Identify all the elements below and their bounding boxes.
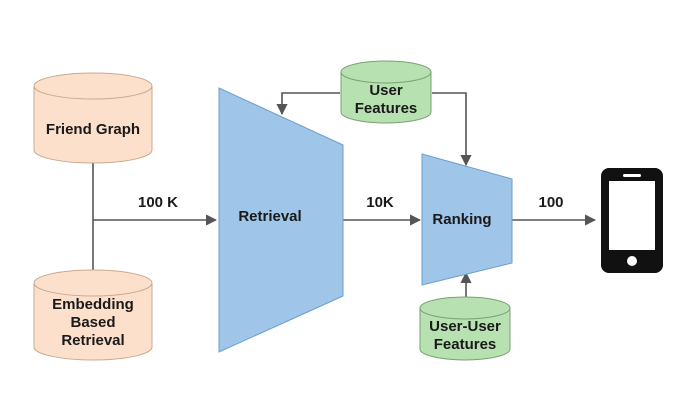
friend-graph-label: Friend Graph (46, 121, 140, 138)
embedding-label-line-1: Embedding (52, 296, 134, 313)
retrieval-label: Retrieval (238, 208, 301, 225)
ranking-stage: Ranking (421, 153, 513, 286)
user-features-label-line-2: Features (355, 100, 418, 117)
user-features-to-ranking-arrow (432, 92, 472, 167)
friend-graph-database: Friend Graph (33, 72, 153, 164)
embedding-retrieval-database: Embedding Based Retrieval (33, 269, 153, 361)
user-features-label-line-1: User (369, 82, 403, 99)
user-features-database: User Features (340, 60, 432, 124)
retrieval-stage: Retrieval (218, 87, 344, 353)
smartphone-icon (601, 168, 663, 273)
flow-label-10k: 10K (366, 194, 394, 211)
ranking-shape (421, 153, 513, 286)
embedding-label-line-3: Retrieval (61, 332, 124, 349)
flow-label-100k: 100 K (138, 194, 178, 211)
user-features-to-retrieval-arrow (276, 92, 340, 116)
connectors (92, 92, 597, 298)
ranking-label: Ranking (432, 211, 491, 228)
user-user-features-label-line-2: Features (434, 336, 497, 353)
retrieval-shape (218, 87, 344, 353)
user-user-features-database: User-User Features (419, 296, 511, 361)
flow-label-100: 100 (538, 194, 563, 211)
user-user-features-label-line-1: User-User (429, 318, 501, 335)
embedding-label-line-2: Based (70, 314, 115, 331)
